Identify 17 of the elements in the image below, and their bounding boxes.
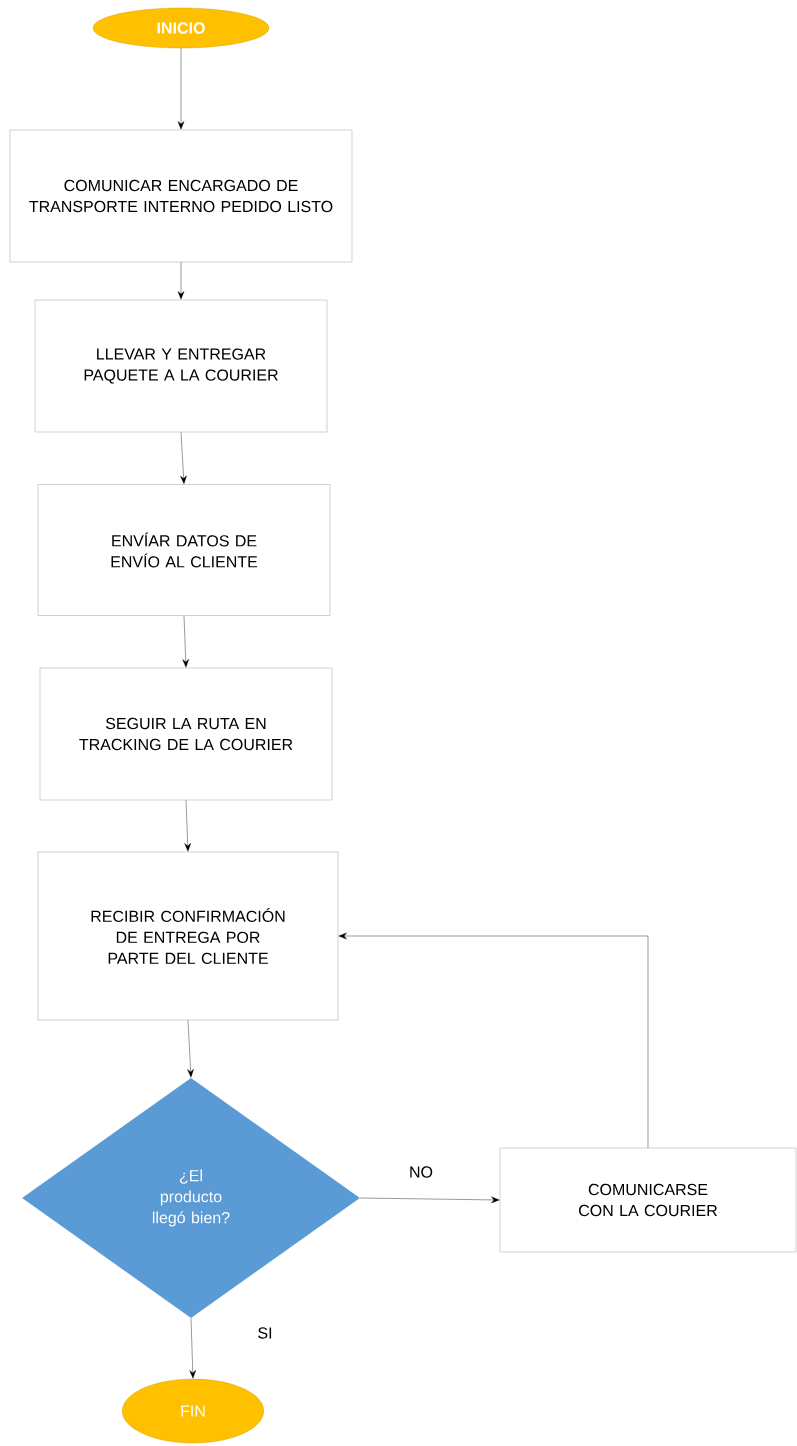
- edge-label: NO: [407, 1164, 435, 1180]
- arrow: [180, 432, 187, 484]
- process-box: COMUNICARSE CON LA COURIER: [499, 1147, 797, 1253]
- arrow: [189, 1318, 196, 1379]
- process-box: LLEVAR Y ENTREGAR PAQUETE A LA COURIER: [34, 299, 328, 433]
- arrow: [338, 932, 649, 1148]
- process-box: RECIBIR CONFIRMACIÓN DE ENTREGA POR PARTE DEL CLIENTE: [37, 851, 339, 1021]
- arrow: [177, 48, 185, 130]
- edge-label: SI: [255, 1325, 275, 1341]
- arrow: [187, 1020, 194, 1078]
- arrow: [177, 262, 185, 300]
- arrow: [182, 615, 189, 668]
- process-box: COMUNICAR ENCARGADO DE TRANSPORTE INTERNO PEDIDO LISTO: [9, 129, 353, 263]
- process-box: ENVÍAR DATOS DE ENVÍO AL CLIENTE: [37, 484, 331, 616]
- process-box: SEGUIR LA RUTA EN TRACKING DE LA COURIER: [39, 667, 333, 801]
- arrow: [360, 1196, 500, 1204]
- arrow: [184, 800, 191, 852]
